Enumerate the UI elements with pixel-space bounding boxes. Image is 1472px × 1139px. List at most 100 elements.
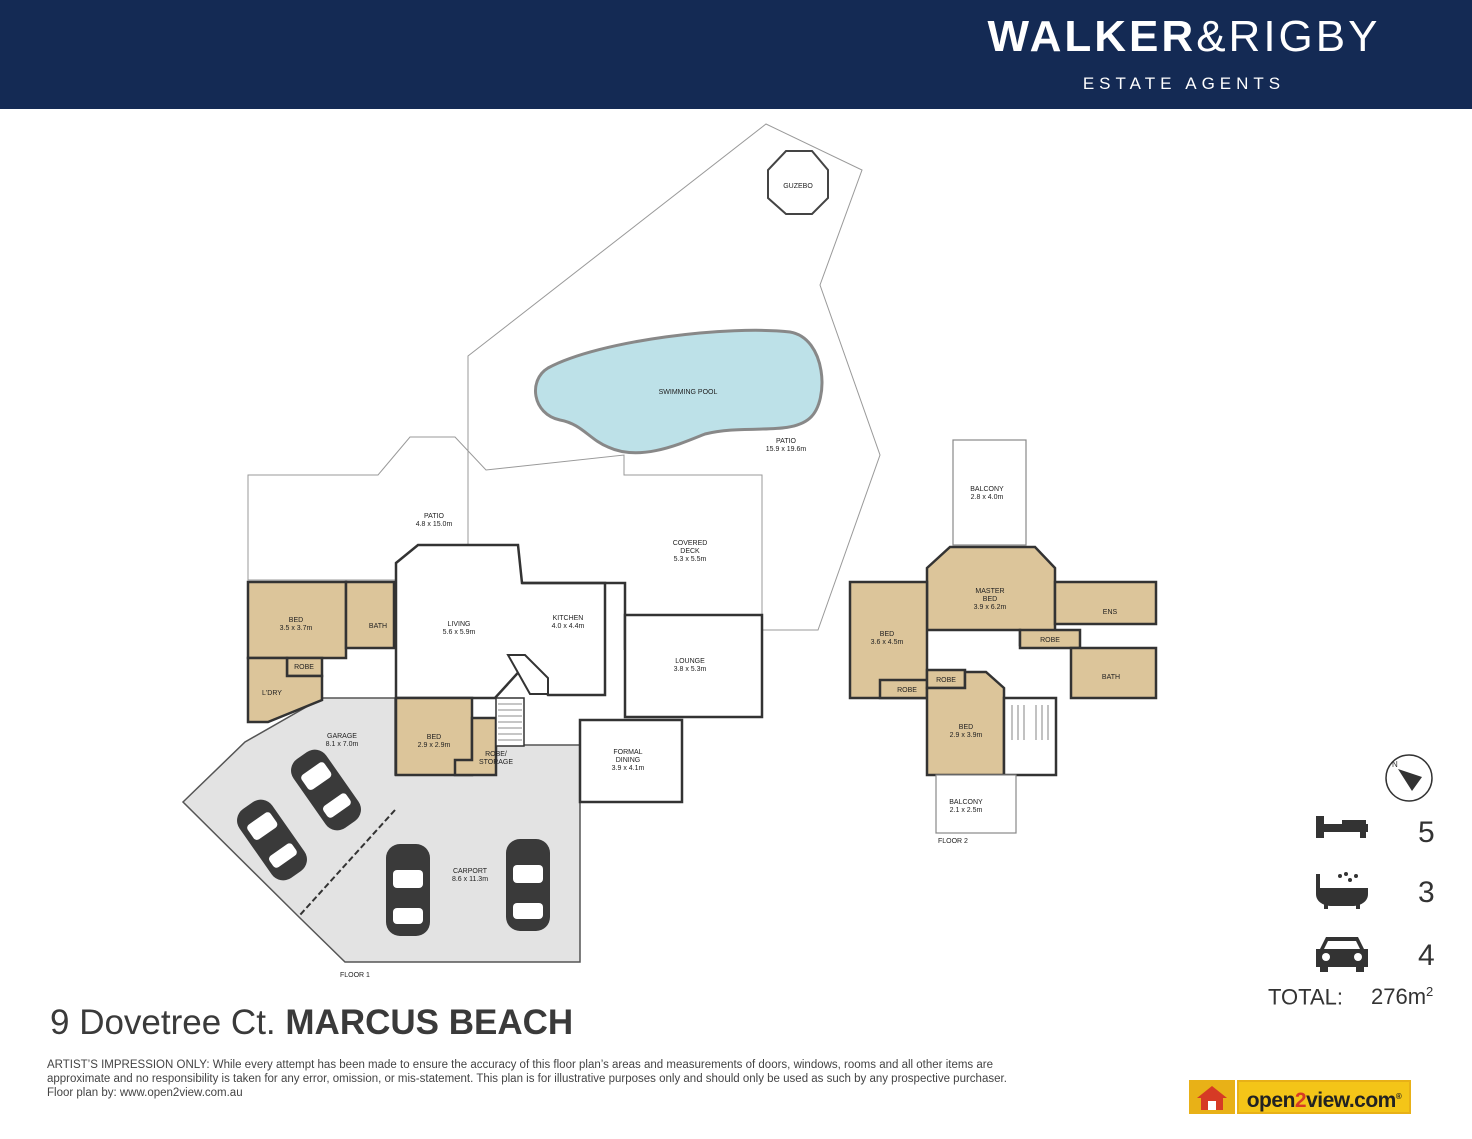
logo-part1: open [1246, 1089, 1296, 1112]
total-area: TOTAL: 276m2 [1268, 984, 1433, 1010]
bedrooms-count: 5 [1418, 816, 1435, 849]
balcony-bottom-shape [935, 774, 1017, 834]
brand-name: WALKER&RIGBY [954, 14, 1414, 60]
bath-label: BATH [369, 623, 387, 630]
formal-dining-room [578, 718, 684, 804]
property-address: 9 Dovetree Ct. MARCUS BEACH [50, 1003, 573, 1043]
kitchen-size: 4.0 x 4.4m [552, 623, 585, 630]
car-spaces-stat: 4 [1300, 933, 1450, 983]
bathtub-icon [1316, 872, 1368, 909]
bed4-label: BED [959, 724, 973, 731]
patio-label: PATIO [424, 513, 445, 520]
disclaimer-line1: ARTIST’S IMPRESSION ONLY: While every at… [47, 1059, 993, 1071]
car-spaces-count: 4 [1418, 939, 1435, 972]
floor2-hall [1002, 696, 1058, 777]
balcony-top-shape [952, 439, 1027, 546]
logo-part2: 2 [1294, 1089, 1307, 1112]
header-bar: WALKER&RIGBY ESTATE AGENTS [0, 0, 1472, 109]
car-icon [1316, 937, 1368, 972]
total-label: TOTAL: [1268, 984, 1343, 1010]
bed2-label: BED [427, 734, 441, 741]
covered-deck-label1: COVERED [673, 540, 708, 547]
formal-dining-label1: FORMAL [613, 749, 642, 756]
floor2-label: FLOOR 2 [938, 838, 968, 845]
bedrooms-stat: 5 [1300, 810, 1450, 860]
brand-subtitle: ESTATE AGENTS [1082, 74, 1286, 93]
lounge-label: LOUNGE [675, 658, 705, 665]
floor-plan: GUZEBO SWIMMING POOL PATIO 15.9 x 19.6m … [181, 123, 1158, 979]
swimming-pool-shape [534, 328, 824, 455]
patio-size: 4.8 x 15.0m [416, 521, 453, 528]
master-bed-size: 3.9 x 6.2m [974, 604, 1007, 611]
balcony-bottom-size: 2.1 x 2.5m [950, 807, 983, 814]
robe-storage-label2: STORAGE [479, 759, 513, 766]
garage-cars [237, 749, 550, 936]
master-bed-label1: MASTER [975, 588, 1004, 595]
living-size: 5.6 x 5.9m [443, 629, 476, 636]
bed1-size: 3.5 x 3.7m [280, 625, 313, 632]
bed2-size: 2.9 x 2.9m [418, 742, 451, 749]
address-suburb: MARCUS BEACH [285, 1003, 574, 1042]
brand-name-part1: WALKER [987, 12, 1197, 61]
lounge-size: 3.8 x 5.3m [674, 666, 707, 673]
carport-label: CARPORT [453, 868, 488, 875]
gazebo-shape [767, 150, 829, 215]
kitchen-island [506, 654, 549, 695]
floor1-label: FLOOR 1 [340, 972, 370, 979]
open2view-wordmark: open2view.com® [1237, 1080, 1411, 1114]
disclaimer-line2: approximate and no responsibility is tak… [47, 1073, 1007, 1085]
house-icon [1189, 1080, 1235, 1114]
guzebo-label: GUZEBO [783, 183, 813, 190]
brand-name-ampersand: & [1196, 12, 1229, 61]
bath-floor2-label: BATH [1102, 674, 1120, 681]
bed-icon [1316, 816, 1368, 838]
disclaimer-line3: Floor plan by: www.open2view.com.au [47, 1087, 243, 1099]
bathrooms-stat: 3 [1300, 870, 1450, 920]
open2view-logo: open2view.com® [1189, 1080, 1411, 1114]
robe-master-shape [1018, 628, 1082, 650]
north-arrow-icon: N [1385, 754, 1433, 802]
bathrooms-count: 3 [1418, 876, 1435, 909]
laundry-label: L'DRY [262, 690, 282, 697]
balcony-top-size: 2.8 x 4.0m [971, 494, 1004, 501]
garage-wall [299, 809, 396, 916]
logo-part3: view.com [1306, 1089, 1396, 1112]
brand-logo: WALKER&RIGBY ESTATE AGENTS [954, 14, 1414, 94]
patio-pool-label: PATIO [776, 438, 797, 445]
formal-dining-size: 3.9 x 4.1m [612, 765, 645, 772]
address-street: 9 Dovetree Ct. [50, 1003, 276, 1042]
logo-registered: ® [1395, 1092, 1402, 1101]
balcony-bottom-label: BALCONY [949, 799, 983, 806]
living-label: LIVING [448, 621, 471, 628]
bath-floor2-room [1069, 646, 1158, 700]
garage-size: 8.1 x 7.0m [326, 741, 359, 748]
laundry-room [246, 656, 324, 724]
robe-b-label: ROBE [936, 677, 956, 684]
bed4-size: 2.9 x 3.9m [950, 732, 983, 739]
bed3-room [848, 580, 929, 700]
covered-deck-size: 5.3 x 5.5m [674, 556, 707, 563]
covered-deck-label2: DECK [680, 548, 700, 555]
bath-room [344, 580, 396, 650]
kitchen-label: KITCHEN [553, 615, 584, 622]
balcony-top-label: BALCONY [970, 486, 1004, 493]
disclaimer: ARTIST’S IMPRESSION ONLY: While every at… [47, 1058, 1127, 1100]
bed3-label: BED [880, 631, 894, 638]
lounge-room [623, 613, 764, 719]
formal-dining-label2: DINING [616, 757, 641, 764]
garage-label: GARAGE [327, 733, 357, 740]
master-bed-label2: BED [983, 596, 997, 603]
robe-a-label: ROBE [897, 687, 917, 694]
carport-size: 8.6 x 11.3m [452, 876, 488, 883]
ens-label: ENS [1103, 609, 1118, 616]
robe-master-label: ROBE [1040, 637, 1060, 644]
robe-storage-label1: ROBE/ [485, 751, 507, 758]
total-value: 276m [1370, 984, 1427, 1010]
property-stats: 5 3 4 [1300, 750, 1460, 1020]
bed1-label: BED [289, 617, 303, 624]
bed3-size: 3.6 x 4.5m [871, 639, 904, 646]
patio-pool-size: 15.9 x 19.6m [766, 446, 807, 453]
swimming-pool-label: SWIMMING POOL [659, 389, 718, 396]
total-unit-sup: 2 [1426, 984, 1434, 999]
brand-name-part2: RIGBY [1228, 12, 1381, 61]
